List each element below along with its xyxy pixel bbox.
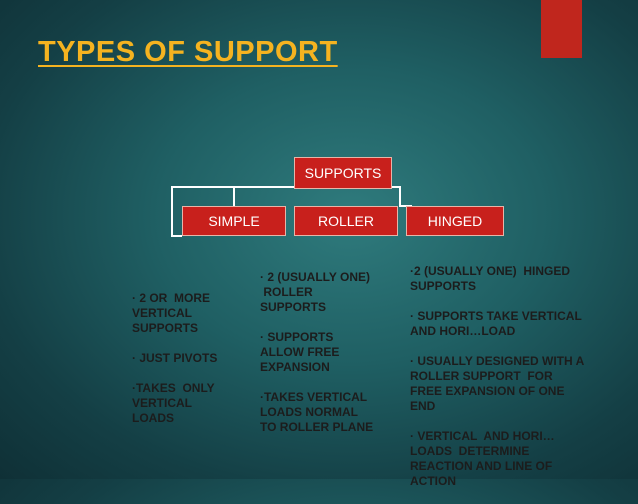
slide-title: TYPES OF SUPPORT xyxy=(38,36,338,68)
simple-node: SIMPLE xyxy=(182,206,286,236)
description-item: ·TAKES VERTICAL LOADS NORMAL TO ROLLER P… xyxy=(260,390,374,434)
roller-description-list: · 2 (USUALLY ONE) ROLLER SUPPORTS · SUPPO… xyxy=(260,270,373,450)
description-item: · SUPPORTS ALLOW FREE EXPANSION xyxy=(260,330,340,374)
connector-roller xyxy=(233,186,294,206)
corner-accent-tab xyxy=(541,0,582,58)
description-item: ·TAKES ONLY VERTICAL LOADS xyxy=(132,381,215,425)
supports-node: SUPPORTS xyxy=(294,157,392,189)
description-item: ·2 (USUALLY ONE) HINGED SUPPORTS xyxy=(410,264,571,293)
description-item: · 2 (USUALLY ONE) ROLLER SUPPORTS xyxy=(260,270,371,314)
description-item: · JUST PIVOTS xyxy=(132,351,218,365)
description-item: · USUALLY DESIGNED WITH A ROLLER SUPPORT… xyxy=(410,354,585,413)
hinged-node: HINGED xyxy=(406,206,504,236)
simple-description-list: · 2 OR MORE VERTICAL SUPPORTS · JUST PIVO… xyxy=(132,291,217,441)
description-item: · 2 OR MORE VERTICAL SUPPORTS xyxy=(132,291,211,335)
roller-node: ROLLER xyxy=(294,206,398,236)
connector-hinged xyxy=(392,186,412,207)
description-item: · VERTICAL AND HORI… LOADS DETERMINE REA… xyxy=(410,429,555,488)
hinged-description-list: ·2 (USUALLY ONE) HINGED SUPPORTS · SUPPOR… xyxy=(410,264,584,504)
description-item: · SUPPORTS TAKE VERTICAL AND HORI…LOAD xyxy=(410,309,582,338)
